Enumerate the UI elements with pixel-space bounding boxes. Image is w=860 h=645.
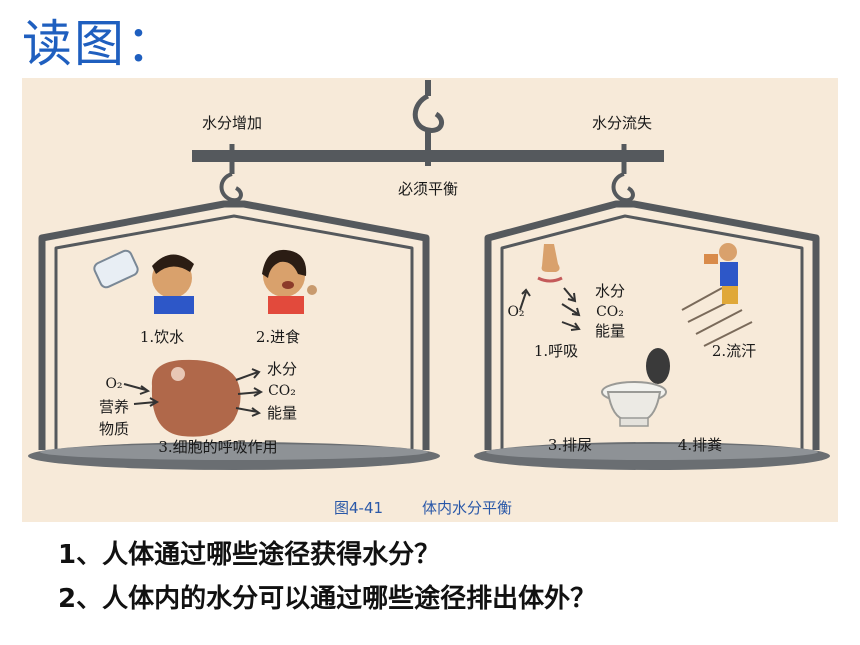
question-2: 2、人体内的水分可以通过哪些途径排出体外？ — [58, 584, 597, 614]
left-hanger — [219, 144, 243, 203]
question-1: 1、人体通过哪些途径获得水分？ — [58, 540, 441, 570]
right-header: 水分流失 — [592, 114, 652, 132]
figure-caption-number: 图4-41 — [334, 499, 383, 517]
right-pan-frame — [484, 200, 820, 450]
breath-input-o2: O₂ — [507, 304, 524, 320]
eating-illustration — [262, 249, 317, 314]
right-item-feces: 4.排粪 — [678, 436, 722, 454]
scale-beam — [192, 150, 664, 162]
breath-arrows — [519, 287, 581, 331]
breath-output-co2: CO₂ — [596, 304, 624, 320]
toilet-illustration — [601, 348, 670, 427]
left-header: 水分增加 — [202, 114, 262, 132]
sweating-illustration — [681, 243, 753, 347]
breath-output-energy: 能量 — [595, 322, 625, 340]
cell-output-co2: CO₂ — [268, 383, 296, 399]
right-hanger — [611, 144, 635, 203]
breath-output-water: 水分 — [595, 282, 625, 300]
cell-input-nutrient-line1: 营养 — [99, 398, 129, 416]
left-item-eat: 2.进食 — [256, 328, 300, 346]
cell-output-water: 水分 — [267, 360, 297, 378]
cell-output-energy: 能量 — [267, 404, 297, 422]
drinking-illustration — [93, 249, 194, 314]
cell-input-o2: O₂ — [105, 376, 122, 392]
beam-label: 必须平衡 — [398, 180, 458, 198]
cell-input-nutrient-line2: 物质 — [99, 420, 129, 438]
left-item-drink: 1.饮水 — [140, 328, 184, 346]
figure-caption-text: 体内水分平衡 — [422, 499, 512, 517]
cell-illustration — [151, 359, 241, 437]
nose-illustration — [537, 244, 563, 283]
right-item-urine: 3.排尿 — [548, 436, 592, 454]
slide-title: 读图： — [22, 15, 178, 73]
right-item-sweat: 2.流汗 — [712, 342, 756, 360]
left-item-cell-respiration: 3.细胞的呼吸作用 — [158, 438, 277, 456]
water-balance-figure: 水分增加 水分流失 必须平衡 1.饮水 2.进食 O₂ 营养 物质 水分 CO₂… — [22, 78, 838, 522]
right-item-breath: 1.呼吸 — [534, 342, 578, 360]
left-pan-frame — [38, 200, 430, 450]
cell-arrows — [123, 368, 264, 417]
